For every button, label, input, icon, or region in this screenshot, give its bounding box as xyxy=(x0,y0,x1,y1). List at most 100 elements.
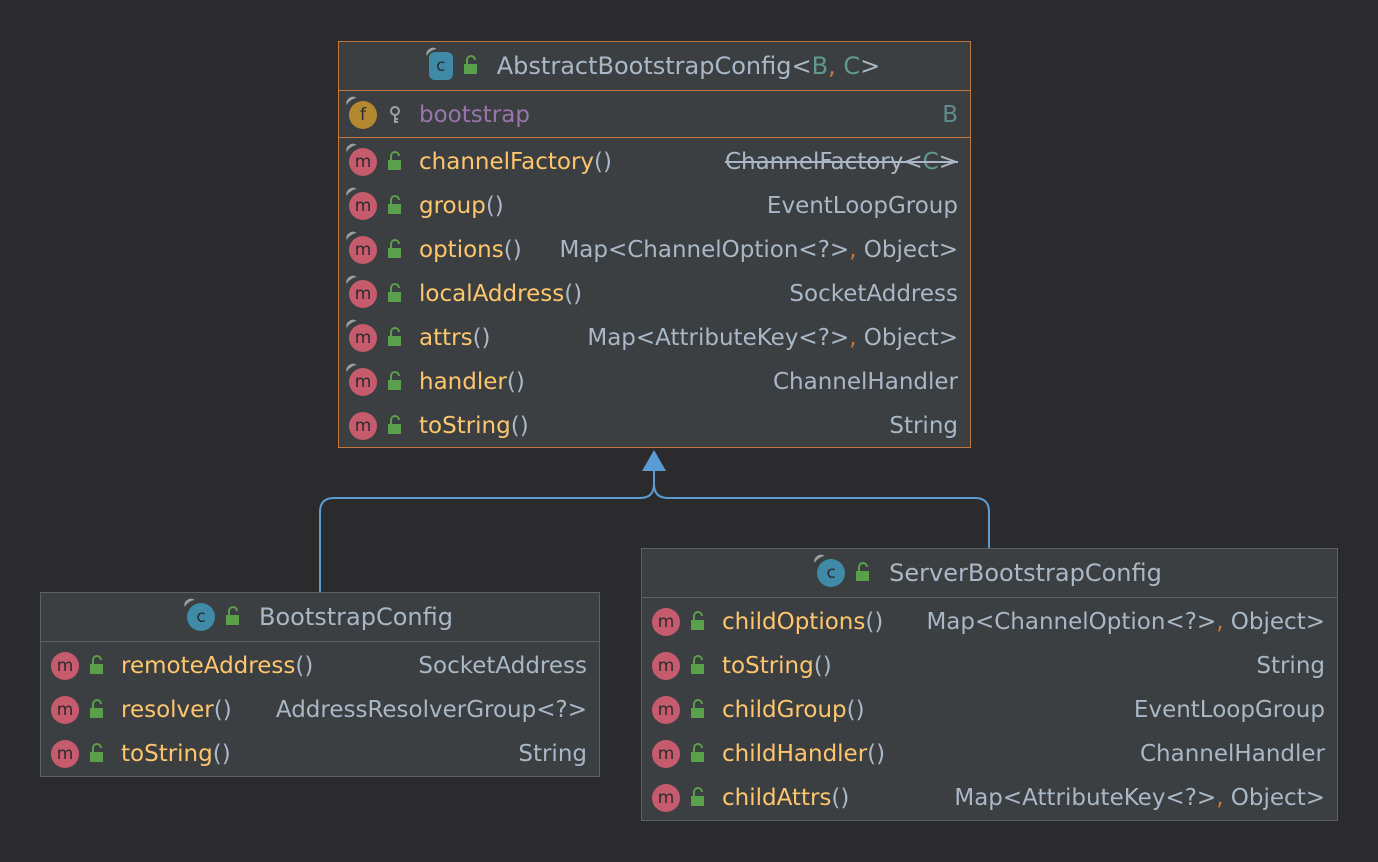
field-name: bootstrap xyxy=(419,102,530,128)
method-return-type: Map<AttributeKey<?>, Object> xyxy=(954,785,1325,811)
method-return-type: SocketAddress xyxy=(418,653,587,679)
lock-open-icon xyxy=(388,327,401,346)
method-icon: m xyxy=(652,740,680,768)
node-bootstrap-config[interactable]: c BootstrapConfig m remoteAddress() Sock… xyxy=(40,592,600,777)
method-name: childAttrs xyxy=(722,785,832,811)
method-return-type: AddressResolverGroup<?> xyxy=(275,697,587,723)
method-name: group xyxy=(419,193,486,219)
lock-open-icon xyxy=(691,699,704,718)
method-icon: m xyxy=(344,361,377,396)
generalization-arrowhead xyxy=(642,450,666,471)
lock-open-icon xyxy=(691,787,704,806)
method-name: toString xyxy=(722,653,814,679)
type-param: C xyxy=(843,52,861,80)
method-row[interactable]: m remoteAddress() SocketAddress xyxy=(41,644,599,688)
lock-open-icon xyxy=(226,606,240,625)
class-name: AbstractBootstrapConfig xyxy=(496,52,792,80)
method-name: remoteAddress xyxy=(121,653,296,679)
field-icon: f xyxy=(344,94,377,129)
type-param: B xyxy=(811,52,829,80)
method-row[interactable]: m channelFactory() ChannelFactory<C> xyxy=(339,140,970,184)
lock-open-icon xyxy=(90,699,103,718)
lock-open-icon xyxy=(463,55,477,74)
method-return-type: String xyxy=(518,741,587,767)
key-icon xyxy=(390,106,400,123)
method-icon: m xyxy=(344,273,377,308)
lock-open-icon xyxy=(388,283,401,302)
lock-open-icon xyxy=(388,239,401,258)
method-name: toString xyxy=(419,413,511,439)
edge-serverbootstrapconfig-to-abstract xyxy=(653,483,990,548)
lock-open-icon xyxy=(388,151,401,170)
method-icon: m xyxy=(51,740,79,768)
method-return-type: Map<ChannelOption<?>, Object> xyxy=(559,237,958,263)
lock-open-icon xyxy=(388,415,401,434)
method-icon: m xyxy=(344,317,377,352)
lock-open-icon xyxy=(691,743,704,762)
lock-open-icon xyxy=(691,611,704,630)
field-type: B xyxy=(942,102,958,128)
class-icon: c xyxy=(182,596,216,631)
method-row[interactable]: m handler() ChannelHandler xyxy=(339,360,970,404)
fields-section: f bootstrap B xyxy=(339,91,970,138)
method-icon: m xyxy=(51,652,79,680)
method-name: childHandler xyxy=(722,741,868,767)
method-icon: m xyxy=(344,185,377,220)
method-name: handler xyxy=(419,369,507,395)
method-row[interactable]: m toString() String xyxy=(339,404,970,448)
method-return-type: Map<AttributeKey<?>, Object> xyxy=(587,325,958,351)
method-row[interactable]: m localAddress() SocketAddress xyxy=(339,272,970,316)
method-icon: m xyxy=(652,696,680,724)
method-return-type: SocketAddress xyxy=(789,281,958,307)
method-name: childOptions xyxy=(722,609,866,635)
method-return-type: EventLoopGroup xyxy=(766,193,958,219)
method-row[interactable]: m group() EventLoopGroup xyxy=(339,184,970,228)
field-row[interactable]: f bootstrap B xyxy=(339,93,970,137)
method-name: attrs xyxy=(419,325,473,351)
method-return-type: Map<ChannelOption<?>, Object> xyxy=(926,609,1325,635)
node-header: c AbstractBootstrapConfig<B, C> xyxy=(339,42,970,91)
method-return-type: EventLoopGroup xyxy=(1133,697,1325,723)
class-name: ServerBootstrapConfig xyxy=(889,559,1162,587)
lock-open-icon xyxy=(388,195,401,214)
abstract-class-icon: c xyxy=(423,45,453,80)
lock-open-icon xyxy=(90,655,103,674)
method-name: channelFactory xyxy=(419,149,595,175)
edge-bootstrapconfig-to-abstract xyxy=(319,470,655,592)
node-header: c ServerBootstrapConfig xyxy=(642,549,1337,598)
method-row[interactable]: m childGroup() EventLoopGroup xyxy=(642,688,1337,732)
method-name: options xyxy=(419,237,504,263)
method-name: toString xyxy=(121,741,213,767)
method-icon: m xyxy=(652,652,680,680)
class-name: BootstrapConfig xyxy=(259,603,453,631)
method-row[interactable]: m childHandler() ChannelHandler xyxy=(642,732,1337,776)
method-row[interactable]: m options() Map<ChannelOption<?>, Object… xyxy=(339,228,970,272)
method-row[interactable]: m resolver() AddressResolverGroup<?> xyxy=(41,688,599,732)
methods-section: m remoteAddress() SocketAddress m resolv… xyxy=(41,642,599,782)
lock-open-icon xyxy=(90,743,103,762)
method-row[interactable]: m toString() String xyxy=(41,732,599,776)
method-icon: m xyxy=(344,229,377,264)
method-return-type: String xyxy=(1256,653,1325,679)
method-icon: m xyxy=(349,412,377,440)
method-icon: m xyxy=(652,608,680,636)
methods-section: m channelFactory() ChannelFactory<C> m g… xyxy=(339,138,970,454)
method-icon: m xyxy=(51,696,79,724)
method-name: resolver xyxy=(121,697,214,723)
lock-open-icon xyxy=(691,655,704,674)
lock-open-icon xyxy=(388,371,401,390)
method-return-type: String xyxy=(889,413,958,439)
method-row[interactable]: m toString() String xyxy=(642,644,1337,688)
node-server-bootstrap-config[interactable]: c ServerBootstrapConfig m childOptions()… xyxy=(641,548,1338,821)
method-icon: m xyxy=(652,784,680,812)
lock-open-icon xyxy=(856,562,870,581)
node-abstract-bootstrap-config[interactable]: c AbstractBootstrapConfig<B, C> f bootst… xyxy=(338,41,971,448)
node-header: c BootstrapConfig xyxy=(41,593,599,642)
method-row[interactable]: m childAttrs() Map<AttributeKey<?>, Obje… xyxy=(642,776,1337,820)
method-row[interactable]: m childOptions() Map<ChannelOption<?>, O… xyxy=(642,600,1337,644)
method-return-type: ChannelHandler xyxy=(773,369,958,395)
method-row[interactable]: m attrs() Map<AttributeKey<?>, Object> xyxy=(339,316,970,360)
method-icon: m xyxy=(344,141,377,176)
method-name: localAddress xyxy=(419,281,565,307)
